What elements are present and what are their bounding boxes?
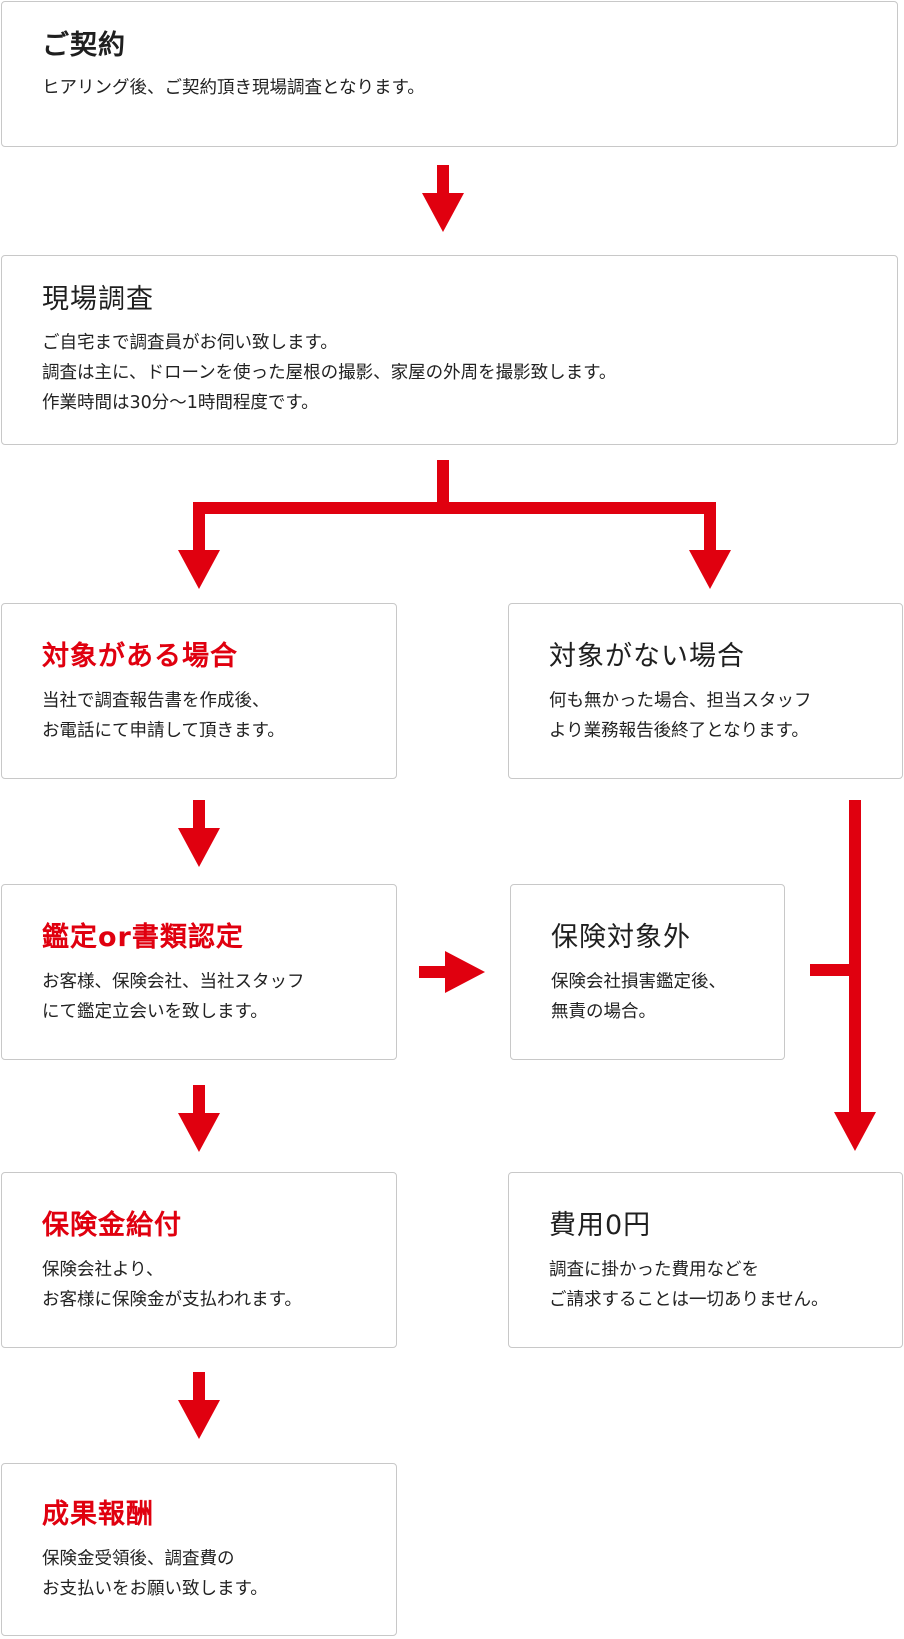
arrow-eligible-to-appraisal (178, 800, 220, 867)
step-title: 保険対象外 (551, 922, 691, 953)
step-title: 費用0円 (549, 1210, 652, 1241)
step-title: 現場調査 (42, 284, 154, 315)
step-description: 調査に掛かった費用などを ご請求することは一切ありません。 (549, 1260, 829, 1310)
step-title: 鑑定or書類認定 (42, 922, 244, 953)
step-reward: 成果報酬 保険金受領後、調査費の お支払いをお願い致します。 (1, 1463, 397, 1636)
step-appraisal: 鑑定or書類認定 お客様、保険会社、当社スタッフ にて鑑定立会いを致します。 (1, 884, 397, 1060)
step-title: 成果報酬 (42, 1499, 154, 1530)
step-description: 保険金受領後、調査費の お支払いをお願い致します。 (42, 1549, 268, 1599)
arrow-payout-to-reward (178, 1372, 220, 1439)
arrow-appraisal-to-payout (178, 1085, 220, 1152)
step-not-covered: 保険対象外 保険会社損害鑑定後、 無責の場合。 (510, 884, 785, 1060)
step-description: 当社で調査報告書を作成後、 お電話にて申請して頂きます。 (42, 691, 285, 741)
connector-not-covered-to-line (810, 964, 852, 976)
step-title: ご契約 (42, 30, 126, 61)
arrow-appraisal-to-not-covered (419, 951, 485, 993)
step-survey: 現場調査 ご自宅まで調査員がお伺い致します。 調査は主に、ドローンを使った屋根の… (1, 255, 898, 445)
step-title: 保険金給付 (42, 1210, 182, 1241)
step-description: ヒアリング後、ご契約頂き現場調査となります。 (42, 78, 425, 98)
step-title: 対象がない場合 (549, 641, 745, 672)
step-description: 何も無かった場合、担当スタッフ より業務報告後終了となります。 (549, 691, 812, 741)
step-description: お客様、保険会社、当社スタッフ にて鑑定立会いを致します。 (42, 972, 305, 1022)
step-contract: ご契約 ヒアリング後、ご契約頂き現場調査となります。 (1, 1, 898, 147)
step-eligible: 対象がある場合 当社で調査報告書を作成後、 お電話にて申請して頂きます。 (1, 603, 397, 779)
step-payout: 保険金給付 保険会社より、 お客様に保険金が支払われます。 (1, 1172, 397, 1348)
branch-connector (178, 460, 731, 589)
step-not-eligible: 対象がない場合 何も無かった場合、担当スタッフ より業務報告後終了となります。 (508, 603, 903, 779)
arrow-not-eligible-to-zero-cost (834, 800, 876, 1151)
step-title: 対象がある場合 (42, 641, 238, 672)
step-description: ご自宅まで調査員がお伺い致します。 調査は主に、ドローンを使った屋根の撮影、家屋… (42, 333, 617, 413)
step-zero-cost: 費用0円 調査に掛かった費用などを ご請求することは一切ありません。 (508, 1172, 903, 1348)
step-description: 保険会社損害鑑定後、 無責の場合。 (551, 972, 726, 1022)
arrow-contract-to-survey (422, 165, 464, 232)
step-description: 保険会社より、 お客様に保険金が支払われます。 (42, 1260, 302, 1310)
